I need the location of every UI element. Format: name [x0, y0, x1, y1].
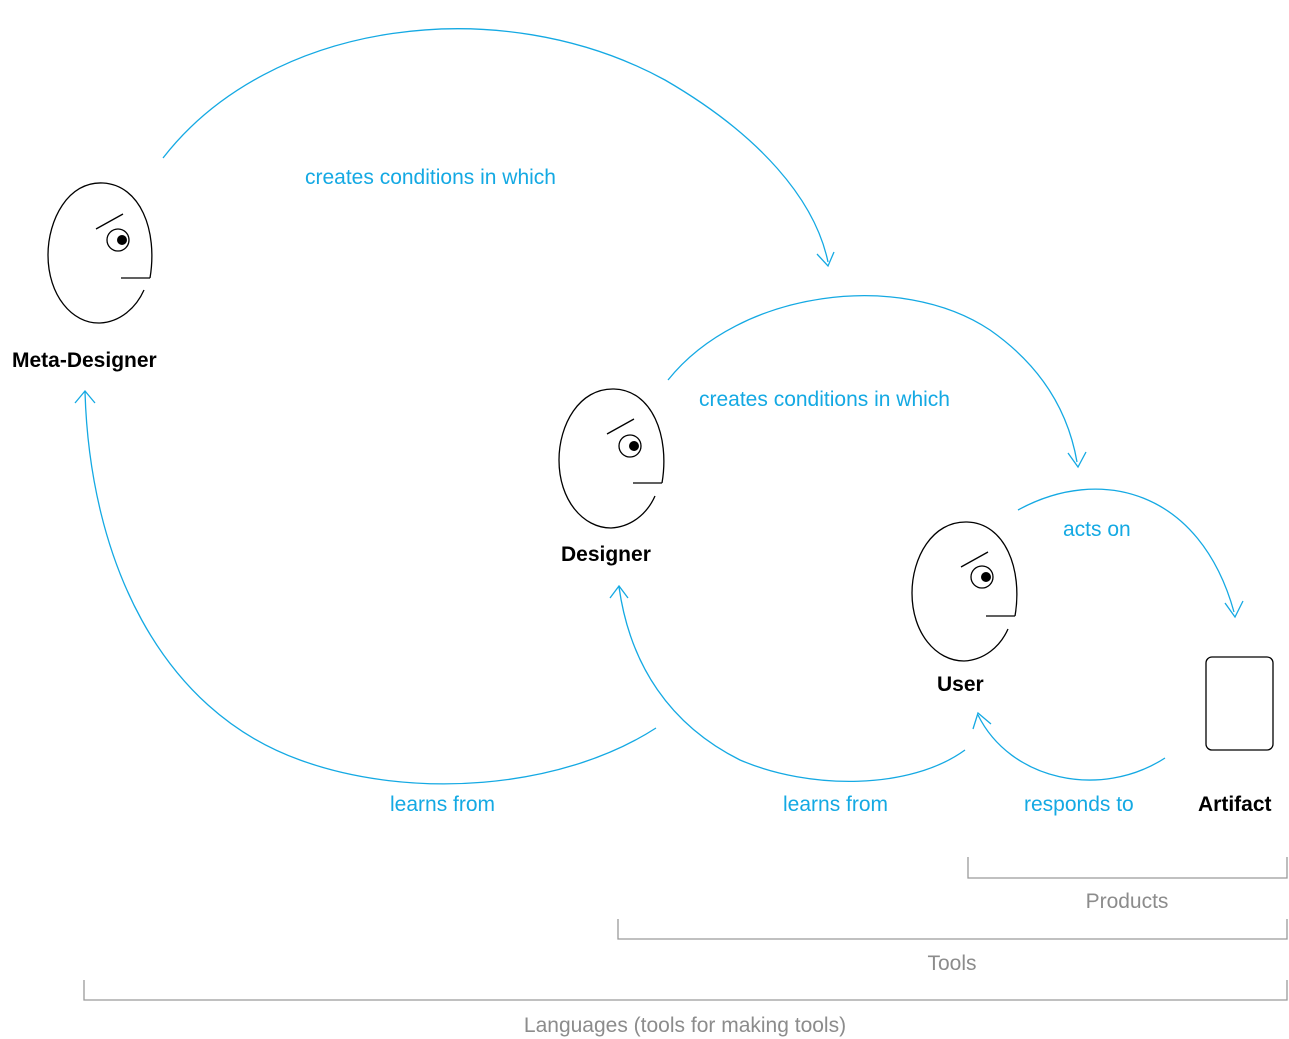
responds-to-arrowhead — [972, 711, 992, 730]
meta-learns-label: learns from — [390, 793, 495, 816]
designer-learns-arrow — [618, 586, 966, 782]
designer-learns-arrowhead — [609, 584, 629, 599]
meta-designer-label: Meta-Designer — [12, 349, 157, 372]
meta-creates-label: creates conditions in which — [305, 166, 556, 189]
designer-creates-arrow — [667, 295, 1078, 463]
designer-face-icon — [558, 388, 665, 529]
meta-designer-face-icon — [47, 182, 153, 324]
products-label: Products — [1086, 890, 1169, 913]
designer-learns-label: learns from — [783, 793, 888, 816]
user-face-icon — [911, 521, 1018, 662]
products-bracket — [967, 857, 1288, 879]
meta-learns-arrow — [84, 391, 657, 785]
designer-creates-arrowhead — [1067, 451, 1087, 469]
languages-bracket — [83, 980, 1288, 1001]
acts-on-arrowhead — [1224, 600, 1244, 619]
tools-label: Tools — [927, 952, 976, 975]
artifact-label: Artifact — [1198, 793, 1272, 816]
responds-to-label: responds to — [1024, 793, 1134, 816]
acts-on-arrow — [1017, 488, 1235, 613]
tools-bracket — [617, 919, 1288, 940]
meta-learns-arrowhead — [74, 389, 96, 404]
meta-creates-arrow — [162, 28, 829, 263]
acts-on-label: acts on — [1063, 518, 1131, 541]
meta-creates-arrowhead — [816, 251, 835, 268]
user-label: User — [937, 673, 984, 696]
languages-label: Languages (tools for making tools) — [524, 1014, 846, 1037]
designer-label: Designer — [561, 543, 651, 566]
designer-creates-label: creates conditions in which — [699, 388, 950, 411]
artifact-device-icon — [1205, 656, 1274, 751]
responds-to-arrow — [977, 714, 1166, 781]
